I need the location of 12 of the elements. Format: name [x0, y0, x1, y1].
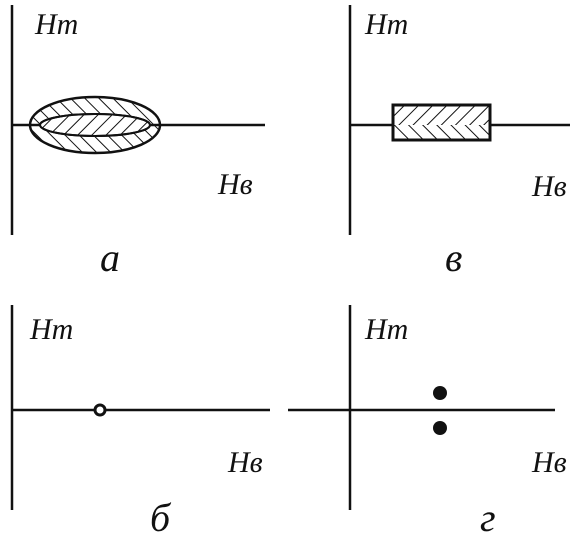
- panel-letter: г: [480, 498, 496, 538]
- axis-label: Нт: [30, 315, 74, 345]
- axis-label: Нт: [35, 10, 78, 40]
- panel-letter: б: [150, 498, 170, 538]
- axis-label: Нв: [218, 170, 253, 200]
- axis-label: Нт: [365, 10, 408, 40]
- panel-letter: а: [100, 238, 120, 278]
- axis-label: Нв: [532, 448, 567, 478]
- axis-label: Нв: [228, 448, 263, 478]
- axis-label: Нт: [365, 315, 408, 345]
- axis-label: Нв: [532, 172, 567, 202]
- panel-letter: в: [445, 238, 462, 278]
